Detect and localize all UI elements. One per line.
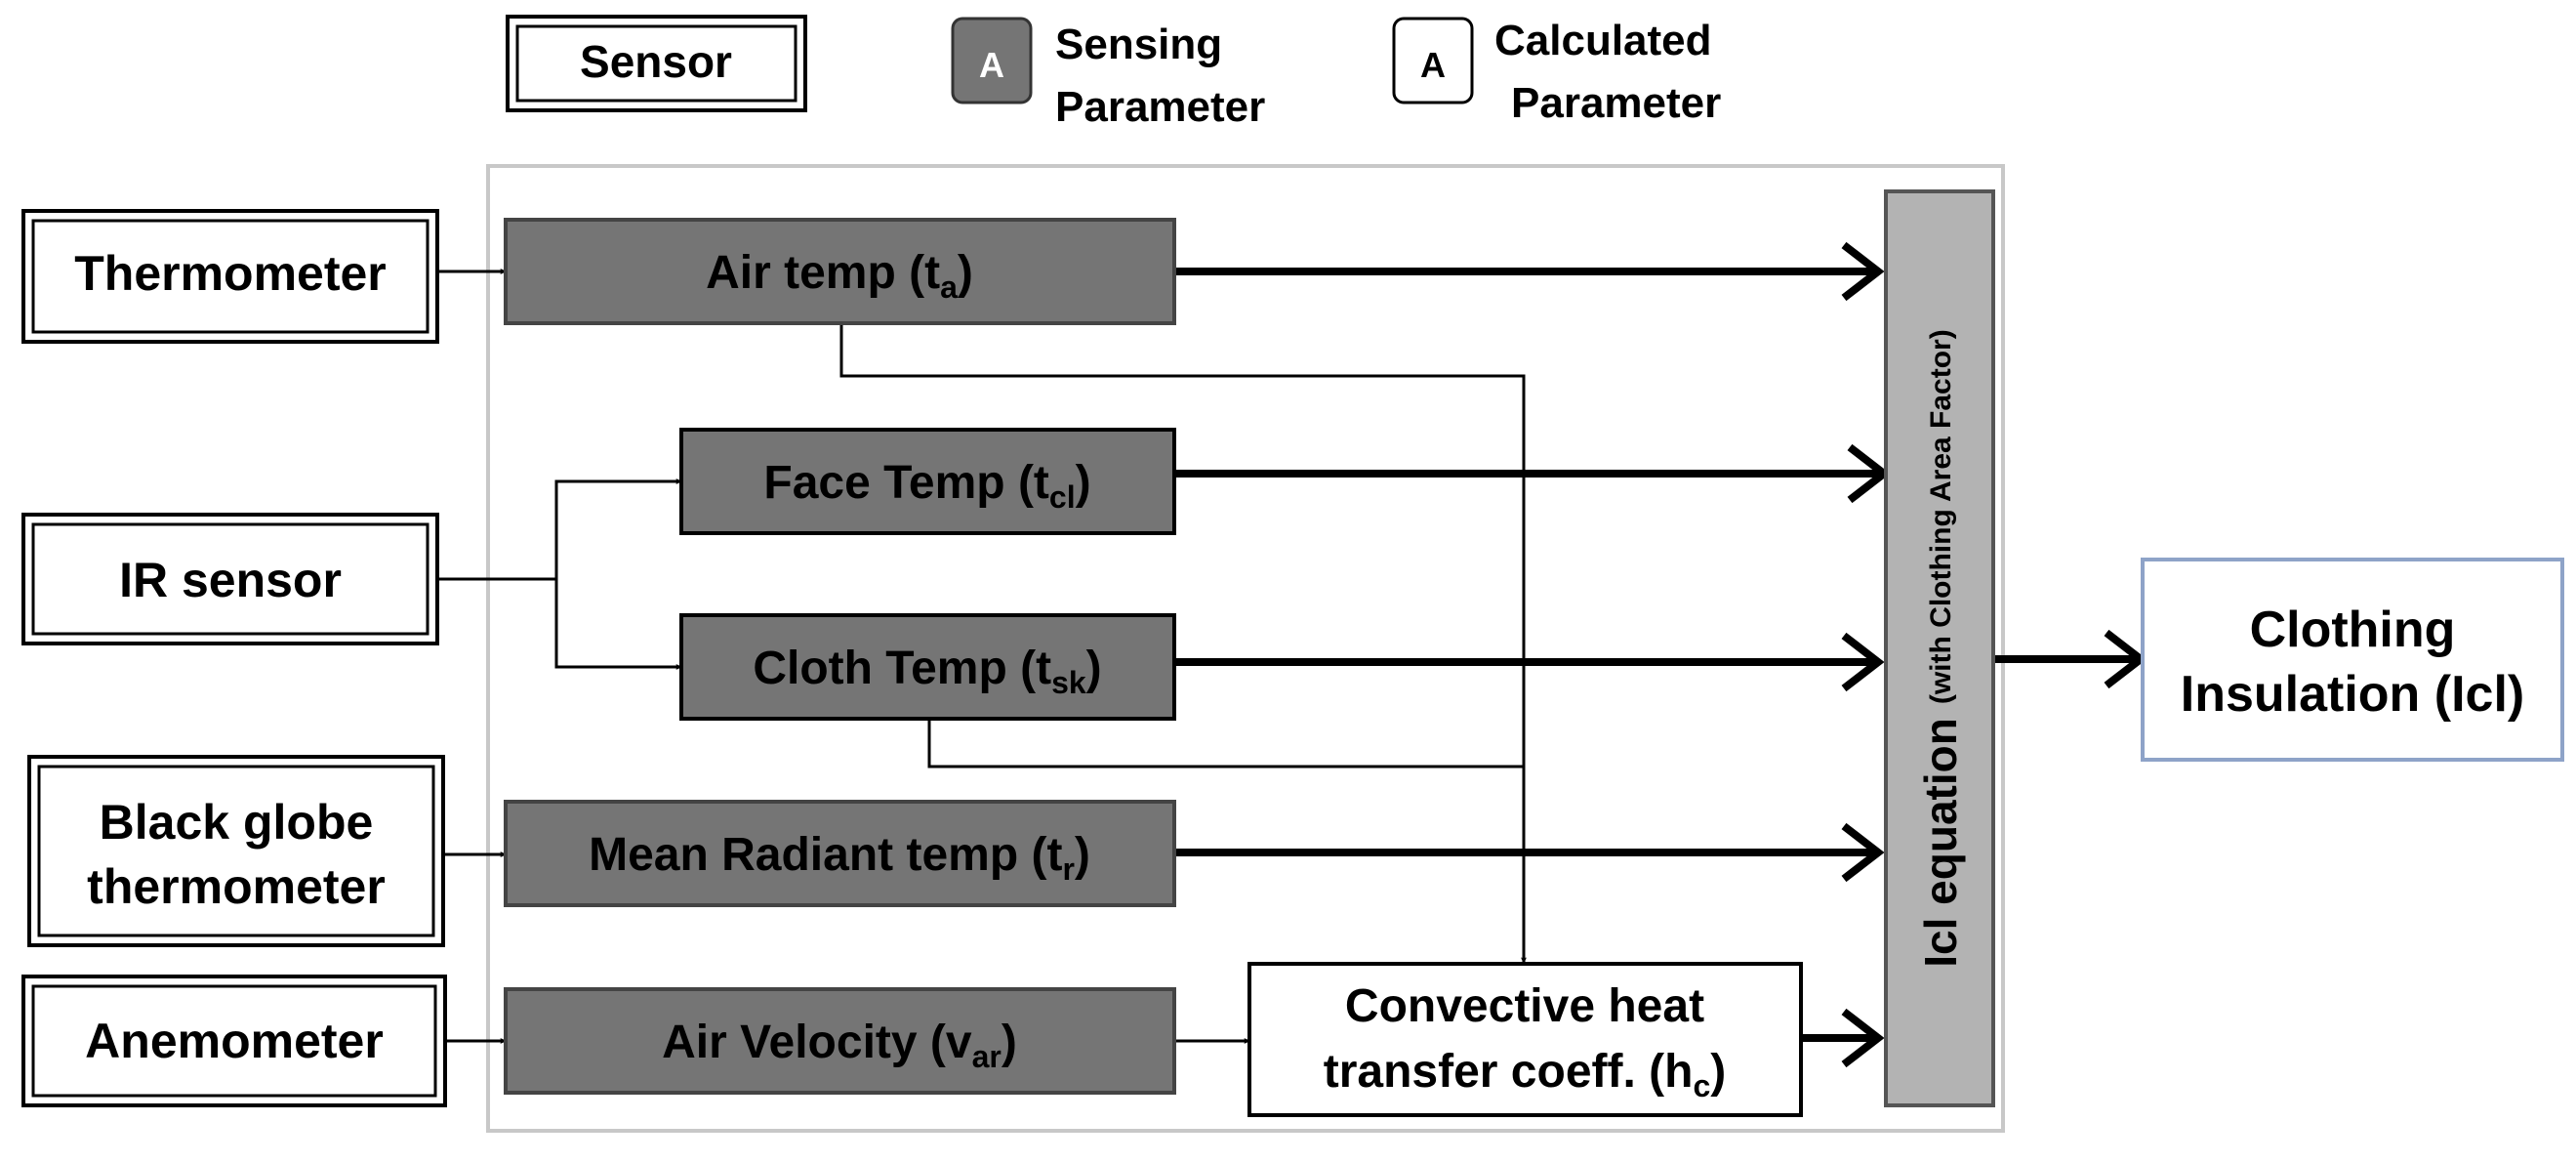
convective-to-equation-head (1841, 1008, 1885, 1068)
convective-close: ) (1710, 1046, 1726, 1098)
legend: Sensor A Sensing Parameter A Calculated … (506, 15, 1721, 131)
legend-calculated-parameter: A Calculated Parameter (1392, 17, 1721, 127)
mean-radiant-sub: r (1062, 851, 1074, 887)
calculated-parameter-swatch (1392, 17, 1474, 104)
convective-sub: c (1693, 1068, 1710, 1103)
svg-text:Mean Radiant temp (tr): Mean Radiant temp (tr) (589, 829, 1090, 887)
ir-to-face-temp-arrow (434, 481, 680, 581)
thermometer-label: Thermometer (74, 246, 387, 301)
legend-sensor: Sensor (506, 15, 807, 112)
svg-text:Air Velocity (var): Air Velocity (var) (662, 1017, 1017, 1074)
sensing-parameter-symbol: A (979, 45, 1004, 85)
icl-equation-label: Icl equation (1915, 718, 1966, 968)
sensing-parameter-line2: Parameter (1055, 83, 1265, 131)
black-globe-line1: Black globe (100, 795, 374, 850)
air-temp-to-equation-head (1841, 241, 1885, 302)
cloth-temp-to-convective-line (927, 718, 1524, 768)
convective-line1: Convective heat (1345, 980, 1704, 1032)
legend-sensing-parameter: A Sensing Parameter (951, 17, 1265, 131)
ir-sensor-label: IR sensor (119, 553, 342, 607)
param-face-temp: Face Temp (tcl) (679, 428, 1176, 535)
ir-to-cloth-temp-arrow (554, 579, 680, 667)
face-temp-close: ) (1076, 457, 1091, 509)
convective-line2: transfer coeff. (h (1324, 1046, 1694, 1098)
calculated-parameter-line2: Parameter (1511, 79, 1721, 127)
param-air-temp: Air temp (ta) (504, 218, 1176, 325)
sensor-black-globe: Black globe thermometer (27, 755, 445, 947)
black-globe-line2: thermometer (87, 859, 386, 914)
air-temp-text: Air temp (t (706, 247, 940, 299)
icl-equation-block: Icl equation (with Clothing Area Factor) (1884, 189, 1995, 1107)
sensing-parameter-line1: Sensing (1055, 21, 1222, 68)
output-line1: Clothing (2250, 602, 2456, 658)
mean-radiant-to-equation-head (1841, 822, 1885, 883)
air-temp-sub: a (940, 270, 958, 305)
svg-text:Air temp (ta): Air temp (ta) (706, 247, 973, 305)
sensor-thermometer: Thermometer (21, 209, 439, 344)
sensor-anemometer: Anemometer (21, 975, 447, 1107)
legend-sensor-label: Sensor (580, 36, 732, 87)
icl-equation-note: (with Clothing Area Factor) (1925, 329, 1957, 704)
air-temp-close: ) (958, 247, 973, 299)
cloth-temp-to-equation-head (1841, 632, 1885, 692)
mean-radiant-text: Mean Radiant temp (t (589, 829, 1062, 881)
svg-text:Face Temp (tcl): Face Temp (tcl) (763, 457, 1090, 515)
anemometer-label: Anemometer (85, 1014, 384, 1068)
system-frame (486, 164, 2005, 1133)
equation-inputs (1174, 241, 2147, 1068)
calculated-parameter-symbol: A (1420, 45, 1446, 85)
output-clothing-insulation: Clothing Insulation (Icl) (2141, 558, 2564, 762)
face-temp-text: Face Temp (t (763, 457, 1049, 509)
cloth-temp-close: ) (1086, 643, 1102, 694)
calculated-parameter-line1: Calculated (1494, 17, 1712, 64)
air-velocity-text: Air Velocity (v (662, 1017, 972, 1068)
sensing-parameter-swatch (951, 17, 1033, 104)
param-air-velocity: Air Velocity (var) (504, 987, 1176, 1095)
sensor-ir: IR sensor (21, 513, 439, 645)
mean-radiant-close: ) (1075, 829, 1090, 881)
air-velocity-close: ) (1002, 1017, 1017, 1068)
air-velocity-sub: ar (972, 1039, 1002, 1074)
param-cloth-temp: Cloth Temp (tsk) (679, 613, 1176, 721)
param-mean-radiant: Mean Radiant temp (tr) (504, 800, 1176, 907)
cloth-temp-sub: sk (1051, 665, 1086, 700)
svg-text:Icl equation(with Clothing Are: Icl equation (with Clothing Area Factor) (1915, 329, 1966, 967)
output-line2: Insulation (Icl) (2181, 666, 2524, 723)
cloth-temp-text: Cloth Temp (t (753, 643, 1051, 694)
connectors (432, 241, 2147, 1068)
svg-text:transfer coeff. (hc): transfer coeff. (hc) (1324, 1046, 1727, 1103)
air-temp-to-convective-arrow (839, 322, 1524, 962)
svg-text:Cloth Temp (tsk): Cloth Temp (tsk) (753, 643, 1101, 700)
face-temp-sub: cl (1049, 479, 1076, 515)
calc-convective-coeff: Convective heat transfer coeff. (hc) (1247, 962, 1803, 1117)
